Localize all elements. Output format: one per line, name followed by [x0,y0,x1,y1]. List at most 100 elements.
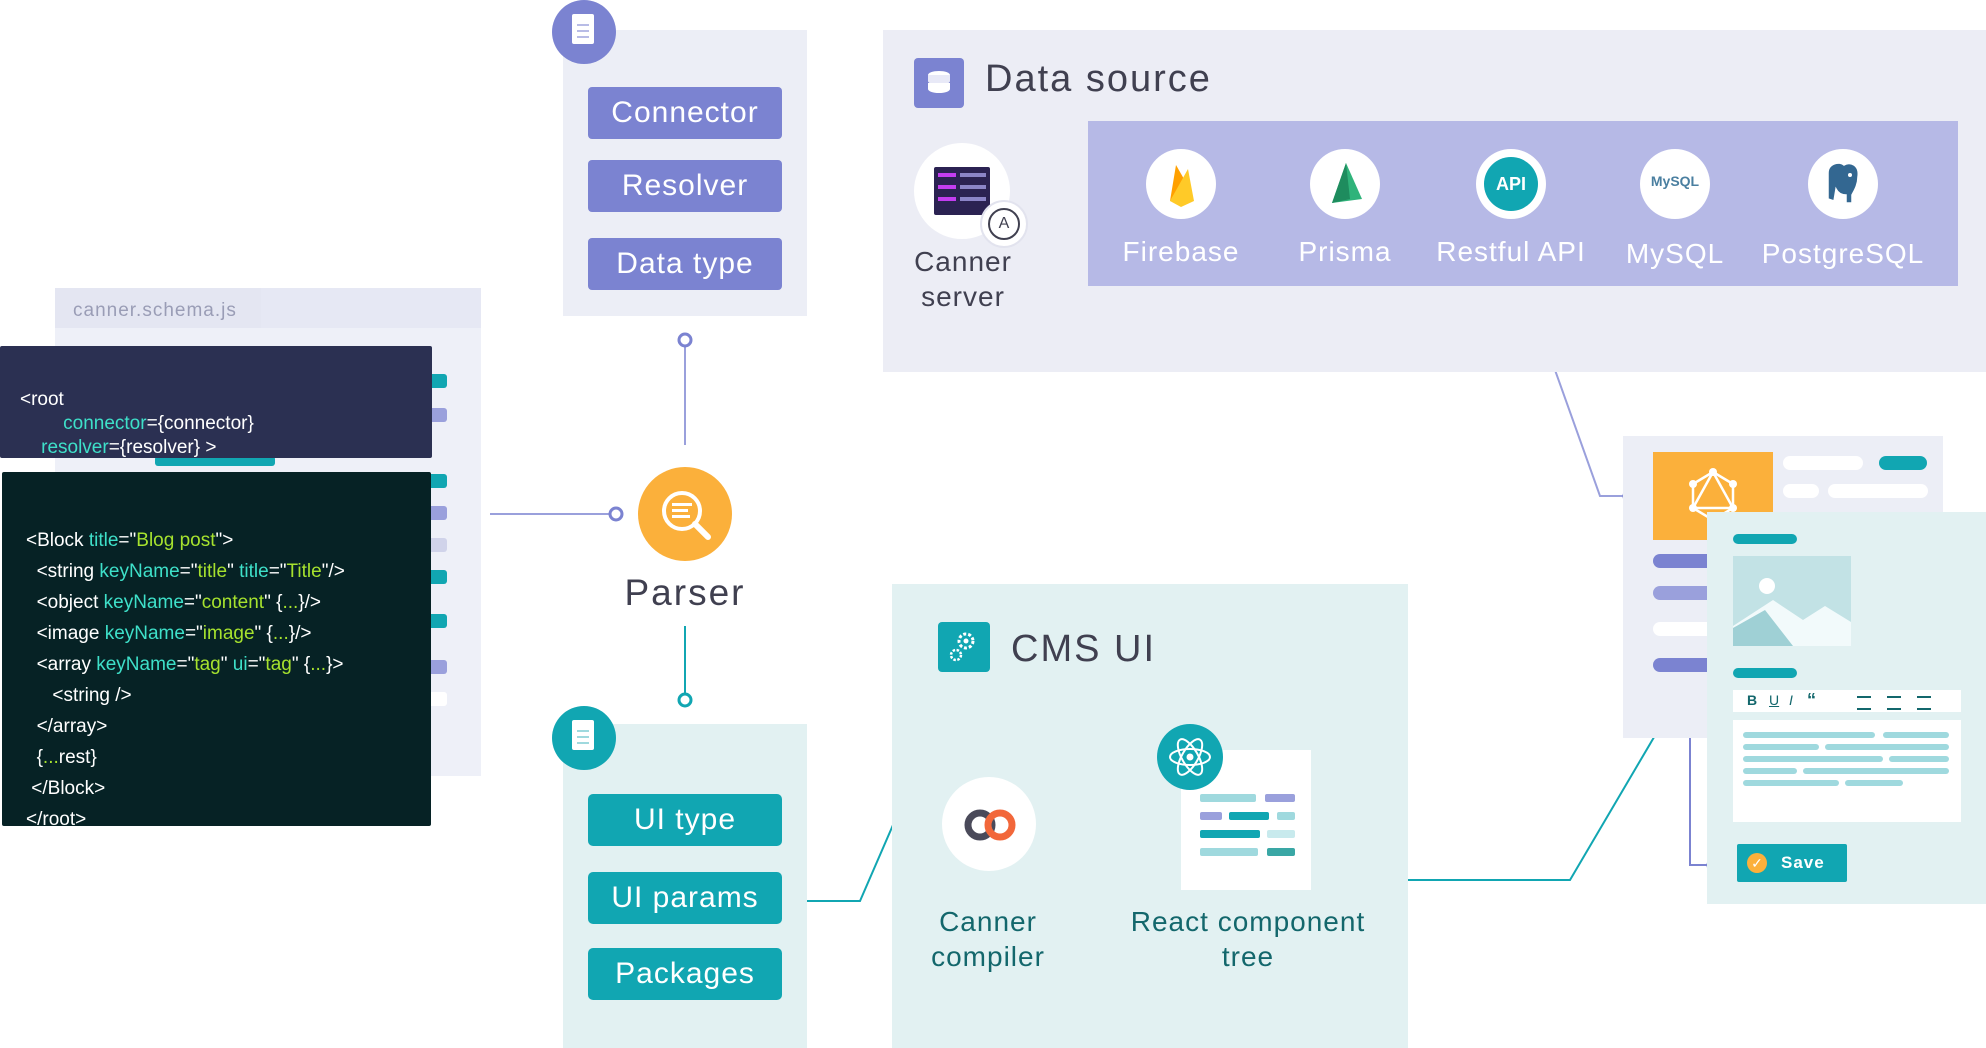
code-string: title [197,561,228,582]
schema-file-tab: canner.schema.js [55,288,261,328]
code-string: ... [310,654,327,675]
save-button[interactable]: ✓ Save [1737,844,1847,882]
code-token: =" [118,530,137,551]
code-token: =" [179,561,198,582]
code-string: tag [265,654,292,675]
postgresql-icon[interactable] [1808,149,1878,219]
code-token: " [220,654,233,675]
code-token: <image [36,623,105,644]
mysql-badge: MySQL [1650,173,1700,189]
code-token: }/> [288,623,312,644]
code-root-block: <root connector={connector} resolver={re… [0,346,432,458]
data-source-title: Data source [985,58,1212,100]
code-string: content [201,592,265,613]
code-attr: keyName [104,623,185,644]
image-placeholder-icon [1733,556,1851,646]
schema-file-tab-fill [261,288,481,328]
react-tree-label: React component tree [1110,904,1386,974]
prisma-label: Prisma [1298,236,1392,267]
data-type-button[interactable]: Data type [588,238,782,290]
postgresql-label: PostgreSQL [1761,238,1925,269]
code-token: <string /> [52,685,132,706]
editor-text-area[interactable] [1733,720,1961,822]
api-icon[interactable]: API [1476,149,1546,219]
check-icon: ✓ [1747,853,1767,873]
react-tree-label-line: React component [1130,906,1366,937]
code-token: =" [184,623,203,644]
code-token: </array> [36,716,108,737]
code-token: =" [268,561,287,582]
code-token: "/> [321,561,345,582]
resolver-button[interactable]: Resolver [588,160,782,212]
canner-server-label-line: Canner [914,246,1012,277]
code-token: <Block [26,530,89,551]
database-icon [914,58,964,108]
canner-compiler-icon [942,777,1036,871]
code-token: </root> [26,809,87,830]
code-value: ={connector} [146,413,254,434]
canner-server-label: Canner server [888,244,1038,314]
bold-button[interactable]: B [1747,692,1758,708]
align-right-icon[interactable] [1917,696,1931,710]
code-value: ={resolver} > [108,437,217,458]
code-token: }> [326,654,344,675]
connector-button[interactable]: Connector [588,87,782,139]
apollo-icon: A [980,200,1028,248]
code-string: ... [282,592,299,613]
code-attr: keyName [103,592,184,613]
code-string: Title [286,561,322,582]
canner-server-label-line: server [921,281,1005,312]
code-token: =" [183,592,202,613]
code-string: tag [194,654,221,675]
parser-icon [638,467,732,561]
schema-file-name: canner.schema.js [73,300,237,321]
ui-type-button[interactable]: UI type [588,794,782,846]
code-token: rest} [58,747,97,768]
restful-api-label: Restful API [1436,236,1586,267]
firebase-label: Firebase [1122,236,1240,267]
canner-compiler-label-line: compiler [931,941,1045,972]
code-token: { [36,747,43,768]
underline-button[interactable]: U [1769,692,1780,708]
code-string: ... [42,747,59,768]
code-token: <array [36,654,97,675]
canner-compiler-label-line: Canner [939,906,1037,937]
react-icon [1157,724,1223,790]
code-token: " { [291,654,311,675]
prisma-icon[interactable] [1310,149,1380,219]
code-block: <Block title="Blog post"> <string keyNam… [2,472,431,830]
code-string: ... [272,623,289,644]
code-token: }/> [298,592,322,613]
ui-params-button[interactable]: UI params [588,872,782,924]
code-attr: title [88,530,119,551]
editor-toolbar: B U I “ [1733,690,1961,712]
code-attr: keyName [96,654,177,675]
italic-button[interactable]: I [1789,692,1793,708]
code-token: " { [254,623,273,644]
save-label: Save [1781,853,1825,872]
mysql-icon[interactable]: MySQL [1640,149,1710,219]
code-attr: title [239,561,269,582]
react-tree-card [1181,750,1311,890]
code-token: " { [264,592,283,613]
code-token: " [227,561,240,582]
code-attr: keyName [99,561,180,582]
code-attr: connector [63,413,147,434]
code-line: <root [20,389,64,410]
parser-label: Parser [624,572,746,613]
ui-doc-icon [552,706,616,770]
code-attr: ui [232,654,248,675]
api-badge: API [1484,157,1538,211]
react-tree-label-line: tree [1221,941,1275,972]
mysql-label: MySQL [1625,238,1725,269]
gears-icon [938,622,990,672]
align-center-icon[interactable] [1887,696,1901,710]
quote-button[interactable]: “ [1807,690,1816,710]
firebase-icon[interactable] [1146,149,1216,219]
schema-doc-icon [552,0,616,64]
code-token: "> [215,530,234,551]
code-token: =" [176,654,195,675]
packages-button[interactable]: Packages [588,948,782,1000]
align-left-icon[interactable] [1857,696,1871,710]
code-token: <string [36,561,100,582]
